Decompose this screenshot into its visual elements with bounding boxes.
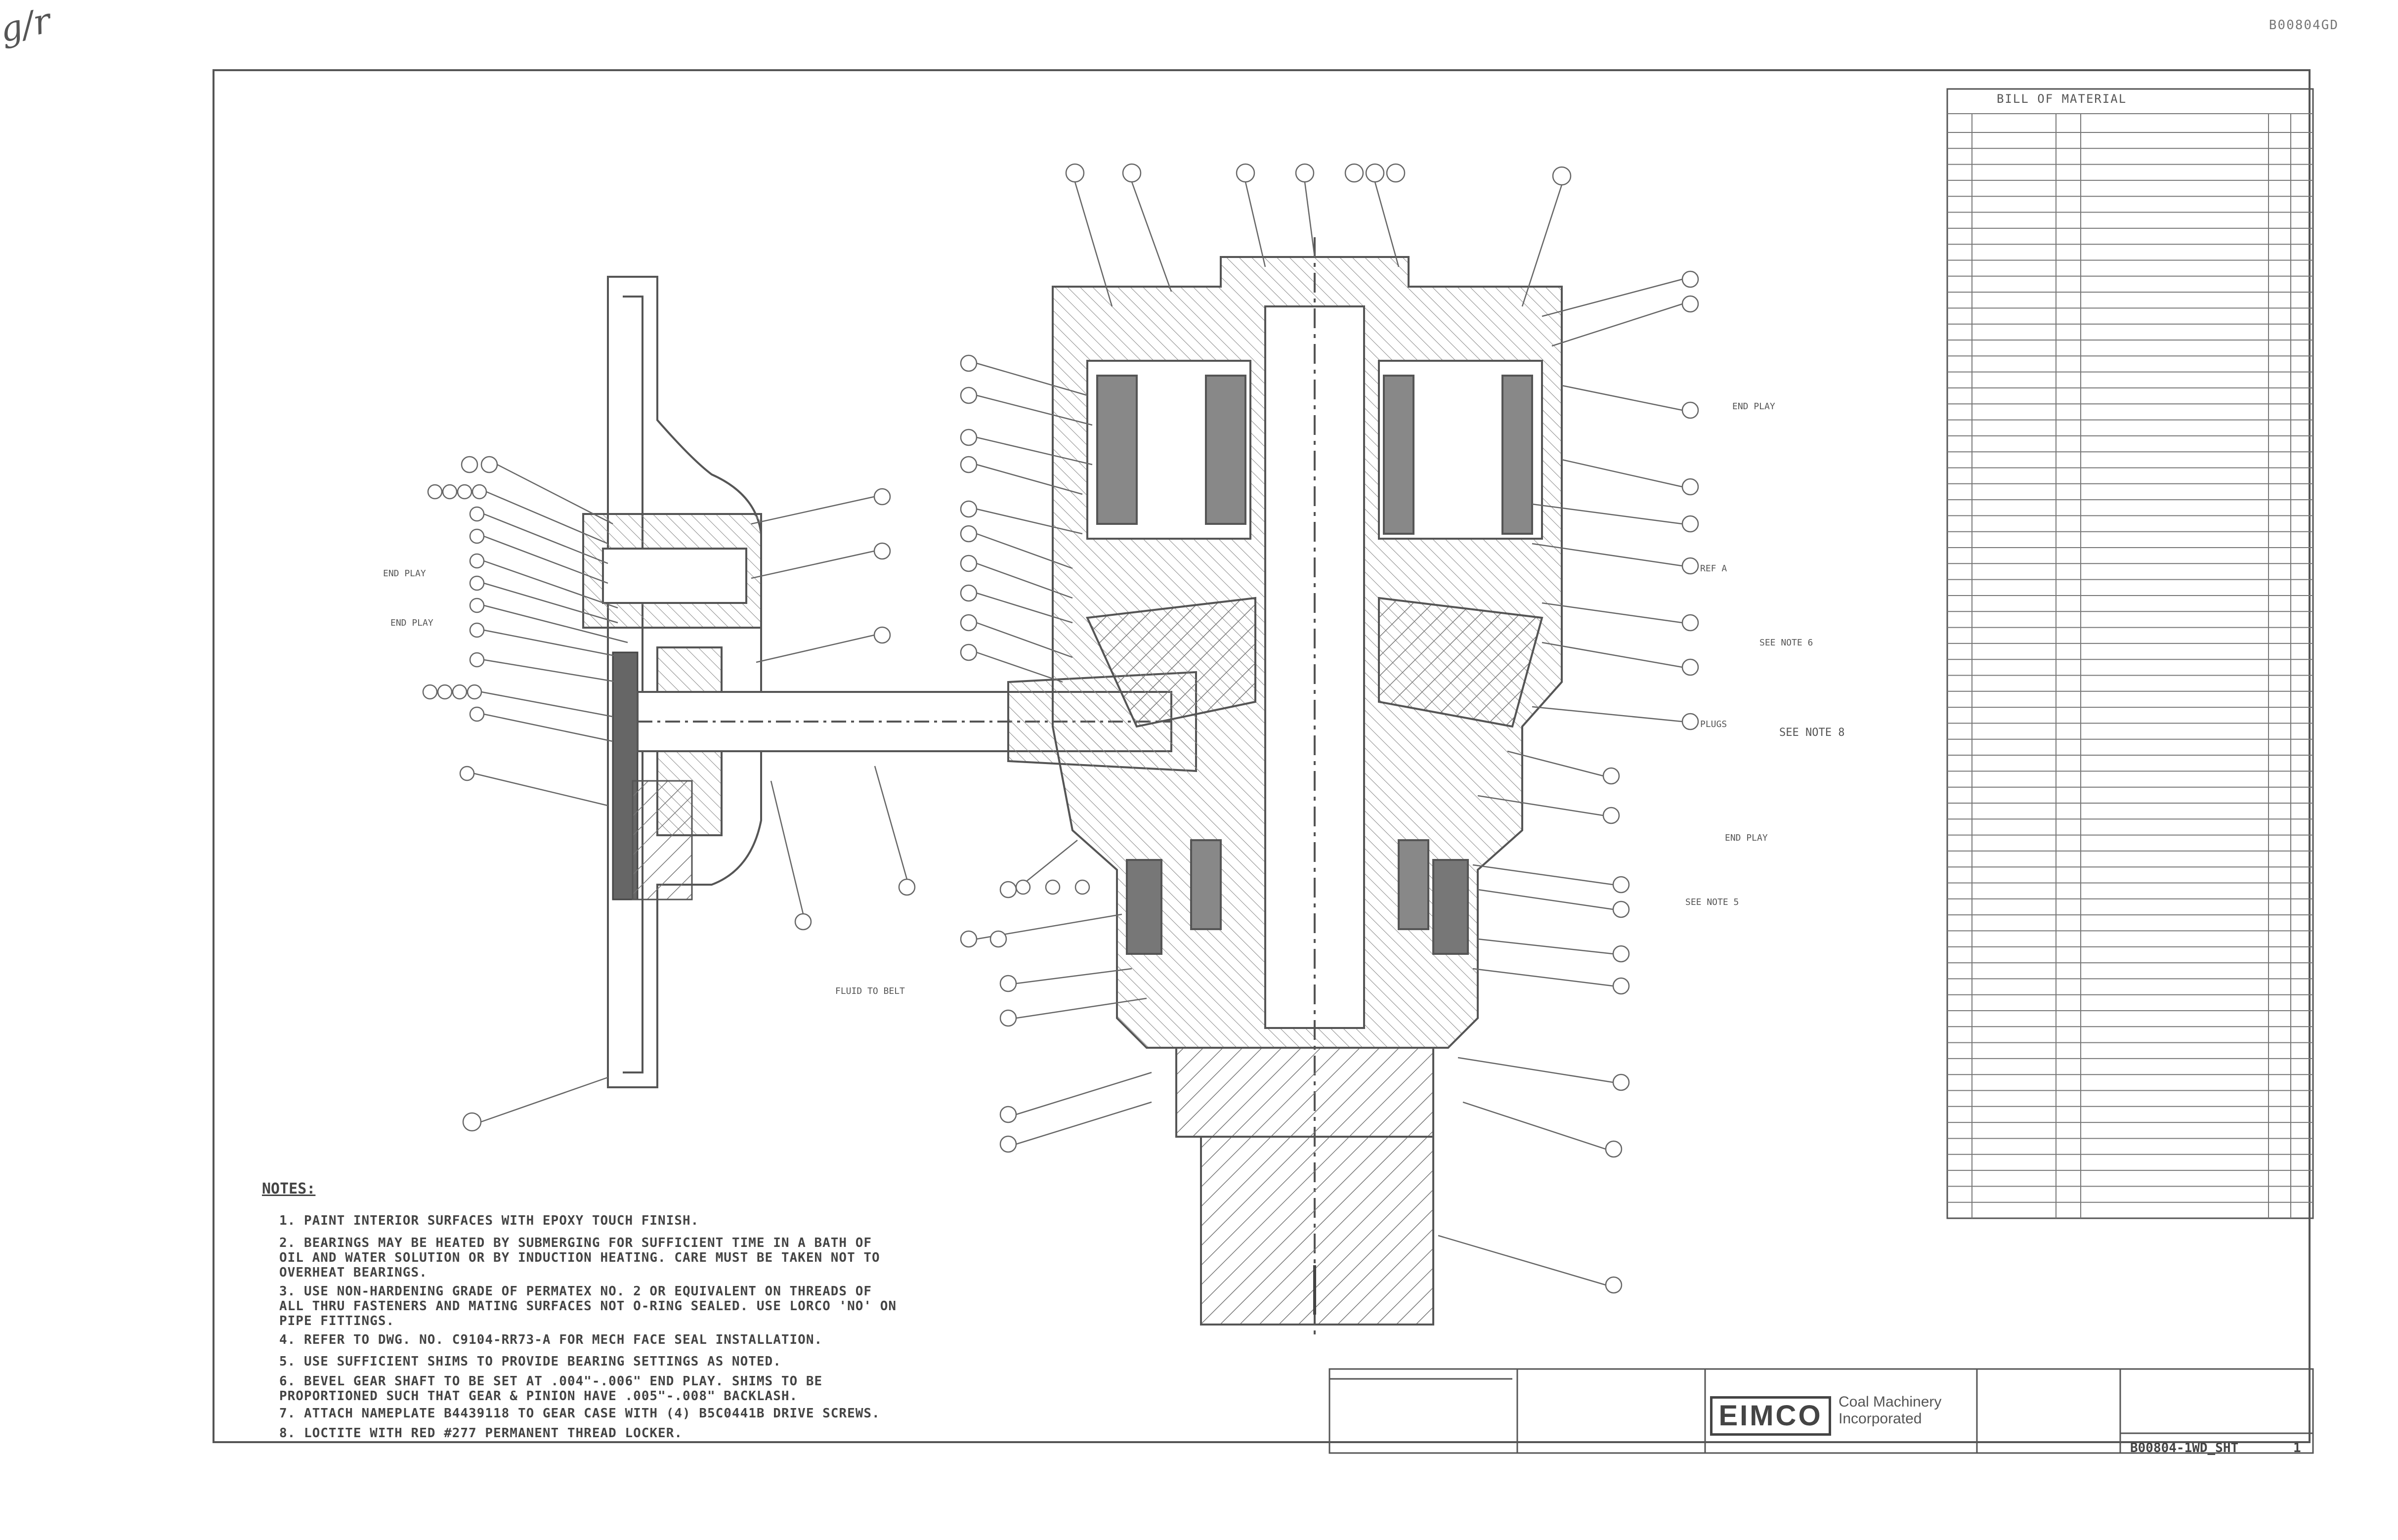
document-id: B00804GD [2269,18,2339,33]
bill-of-material-table [1946,88,2314,1219]
callout-end-play-upper: END PLAY [1732,401,1775,412]
callout-end-play-left: END PLAY [383,568,426,579]
company-line-2: Incorporated [1839,1411,1922,1427]
note-4: 4. REFER TO DWG. NO. C9104-RR73-A FOR ME… [279,1332,823,1347]
part-callouts [422,163,1699,1294]
note-5: 5. USE SUFFICIENT SHIMS TO PROVIDE BEARI… [279,1354,781,1369]
callout-see-note-5: SEE NOTE 5 [1685,897,1739,907]
bom-title: BILL OF MATERIAL [1997,92,2127,106]
note-7: 7. ATTACH NAMEPLATE B4439118 TO GEAR CAS… [279,1406,880,1421]
callout-plugs: PLUGS [1700,719,1727,729]
notes-title: NOTES: [262,1180,316,1198]
company-name: Coal Machinery Incorporated [1839,1394,1941,1427]
drawing-number: B00804-1WD_SHT [2130,1441,2239,1455]
note-8: 8. LOCTITE WITH RED #277 PERMANENT THREA… [279,1426,683,1441]
note-2: 2. BEARINGS MAY BE HEATED BY SUBMERGING … [279,1236,880,1280]
eimco-logo: EIMCO [1710,1396,1831,1436]
callout-end-play-mid: END PLAY [1725,833,1768,843]
note-1: 1. PAINT INTERIOR SURFACES WITH EPOXY TO… [279,1213,699,1228]
gear-case [1052,237,1563,1334]
output-shaft [1175,1047,1434,1326]
callout-ref-a: REF A [1700,563,1727,574]
note-6: 6. BEVEL GEAR SHAFT TO BE SET AT .004"-.… [279,1374,823,1404]
note-3: 3. USE NON-HARDENING GRADE OF PERMATEX N… [279,1284,897,1328]
drawing-border [213,69,2311,1443]
callout-see-note-6: SEE NOTE 6 [1759,638,1813,648]
title-block [1328,1368,2314,1454]
callout-fluid-to-belt: FLUID TO BELT [835,986,905,996]
sheet-number: 1 [2293,1441,2301,1455]
mounting-plate [607,276,762,1088]
callout-end-play-left2: END PLAY [390,618,433,628]
company-line-1: Coal Machinery [1839,1394,1942,1410]
callout-see-note-8: SEE NOTE 8 [1779,727,1845,739]
